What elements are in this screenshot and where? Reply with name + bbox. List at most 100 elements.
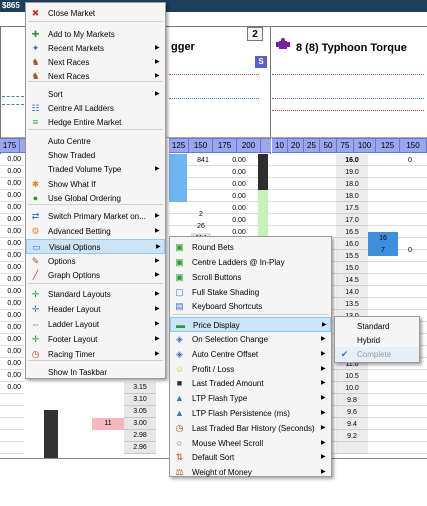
price-cell[interactable]: 16.0 [345,157,359,164]
ladder-stake-200[interactable]: 200 [237,139,261,152]
menu-item-close-market[interactable]: ✖Close Market [26,6,165,21]
menu-item-auto-centre-offset[interactable]: ◈Auto Centre Offset▶ [170,347,331,362]
menu-item-options[interactable]: ✎Options▶ [26,254,165,269]
menu-item-show-traded[interactable]: Show Traded [26,148,165,163]
menu-item-header-layout[interactable]: ✛Header Layout▶ [26,302,165,317]
menu-item-ltp-flash-persistence-ms[interactable]: ▲LTP Flash Persistence (ms)▶ [170,406,331,421]
price-cell[interactable]: 15.0 [345,265,359,272]
back-cell[interactable]: 11 [92,418,124,430]
price-cell[interactable]: 9.6 [347,409,357,416]
price-cell[interactable]: 2.96 [124,442,156,454]
ladder-stake-175[interactable]: 175 [0,139,20,152]
ladder-stake-50[interactable]: 50 [320,139,337,152]
menu-item-sort[interactable]: Sort▶ [26,87,165,102]
menu-item-traded-volume-type[interactable]: Traded Volume Type▶ [26,162,165,177]
menu-item-ltp-flash-type[interactable]: ▲LTP Flash Type▶ [170,391,331,406]
price-cell[interactable]: 3.00 [124,418,156,430]
ladder-cell[interactable]: 0.00 [232,229,246,236]
ladder-stake-75[interactable]: 75 [337,139,354,152]
price-cell[interactable]: 19.0 [345,169,359,176]
price-cell[interactable]: 9.2 [347,433,357,440]
ladder-cell[interactable]: 0 [408,157,412,164]
lay-cell[interactable]: 16 [379,235,387,242]
price-cell[interactable]: 16.5 [345,229,359,236]
price-cell[interactable]: 9.8 [347,397,357,404]
ladder-cell[interactable]: 841 [197,157,209,164]
menu-item-weight-of-money[interactable]: ⚖Weight of Money▶ [170,465,331,480]
menu-item-centre-ladders-in-play[interactable]: ▣Centre Ladders @ In-Play [170,255,331,270]
ladder-stake-150[interactable]: 150 [400,139,427,152]
price-cell[interactable]: 13.5 [345,301,359,308]
menu-item-show-in-taskbar[interactable]: Show In Taskbar [26,365,165,380]
menu-item-keyboard-shortcuts[interactable]: ▤Keyboard Shortcuts [170,299,331,314]
ladder-scroll-stub[interactable] [44,410,58,458]
menu-item-footer-layout[interactable]: ✛Footer Layout▶ [26,332,165,347]
price-cell[interactable]: 11.0 [345,361,359,368]
menu-item-mouse-wheel-scroll[interactable]: ○Mouse Wheel Scroll▶ [170,436,331,451]
ladder-stake-20[interactable]: 20 [288,139,304,152]
menu-item-graph-options[interactable]: ╱Graph Options▶ [26,268,165,283]
menu-item-auto-centre[interactable]: Auto Centre [26,134,165,149]
menu-item-scroll-buttons[interactable]: ▣Scroll Buttons [170,270,331,285]
price-cell[interactable]: 16.0 [345,241,359,248]
ladder-cell[interactable]: 0.00 [232,181,246,188]
menu-item-profit-loss[interactable]: ☺Profit / Loss▶ [170,362,331,377]
ladder-cell[interactable]: 0.00 [232,169,246,176]
ladder-cell[interactable]: 0 [408,247,412,254]
price-cell[interactable]: 9.4 [347,421,357,428]
price-cell[interactable]: 18.0 [345,193,359,200]
price-cell[interactable]: 17.5 [345,205,359,212]
price-cell[interactable]: 10.0 [345,385,359,392]
menu-item-round-bets[interactable]: ▣Round Bets [170,240,331,255]
menu-item-hybrid[interactable]: Hybrid [335,333,419,348]
price-cell[interactable]: 3.05 [124,406,156,418]
menu-item-full-stake-shading[interactable]: ▢Full Stake Shading [170,285,331,300]
ladder-cell[interactable]: 0.00 [232,193,246,200]
menu-item-visual-options[interactable]: ▭Visual Options▶ [26,239,165,254]
menu-item-standard-layouts[interactable]: ✛Standard Layouts▶ [26,287,165,302]
menu-item-default-sort[interactable]: ⇅Default Sort▶ [170,450,331,465]
price-cell[interactable]: 3.10 [124,394,156,406]
price-cell[interactable]: 14.0 [345,289,359,296]
price-cell[interactable]: 3.15 [124,382,156,394]
price-cell[interactable]: 18.0 [345,181,359,188]
ladder-cell[interactable]: 0.00 [232,205,246,212]
menu-item-use-global-ordering[interactable]: ●Use Global Ordering [26,191,165,206]
scroll-buttons[interactable] [258,154,268,190]
menu-item-advanced-betting[interactable]: ⚙Advanced Betting▶ [26,224,165,239]
menu-item-next-races[interactable]: ♞Next Races▶ [26,69,165,84]
ladder-stake-100[interactable]: 100 [354,139,376,152]
menu-item-centre-all-ladders[interactable]: ☷Centre All Ladders [26,101,165,116]
ladder-stake-10[interactable]: 10 [272,139,288,152]
ladder-cell[interactable]: 0.00 [232,157,246,164]
ladder-stake-175[interactable]: 175 [213,139,237,152]
ladder-cell[interactable]: 26 [197,223,205,230]
ladder-stake-125[interactable]: 125 [169,139,189,152]
ladder-cell[interactable]: 2 [199,211,203,218]
ladder-cell[interactable]: 0.00 [232,217,246,224]
menu-item-show-what-if[interactable]: ✱Show What If [26,177,165,192]
menu-item-recent-markets[interactable]: ✦Recent Markets▶ [26,41,165,56]
menu-item-last-traded-amount[interactable]: ■Last Traded Amount▶ [170,376,331,391]
price-cell[interactable]: 15.5 [345,253,359,260]
menu-item-complete[interactable]: ✔Complete [335,347,419,362]
menu-item-on-selection-change[interactable]: ◈On Selection Change▶ [170,332,331,347]
menu-item-switch-primary-market-on[interactable]: ⇄Switch Primary Market on...▶ [26,209,165,224]
menu-item-hedge-entire-market[interactable]: ≡Hedge Entire Market [26,115,165,130]
price-cell[interactable]: 10.5 [345,373,359,380]
price-cell[interactable]: 14.5 [345,277,359,284]
price-cell[interactable]: 2.98 [124,430,156,442]
menu-item-price-display[interactable]: ▬Price Display▶ [170,317,331,332]
ladder-stake-125[interactable]: 125 [376,139,400,152]
menu-item-add-to-my-markets[interactable]: ✚Add to My Markets [26,27,165,42]
lay-cell[interactable]: 7 [381,247,385,254]
ladder-stake-25[interactable]: 25 [304,139,320,152]
menu-item-ladder-layout[interactable]: ⇔Ladder Layout▶ [26,317,165,332]
menu-item-racing-timer[interactable]: ◷Racing Timer▶ [26,347,165,362]
silk-badge[interactable]: S [255,56,267,68]
ladder-stake-150[interactable]: 150 [189,139,213,152]
menu-item-standard[interactable]: Standard [335,319,419,334]
menu-item-last-traded-bar-history-seconds[interactable]: ◷Last Traded Bar History (Seconds)▶ [170,421,331,436]
menu-item-next-races[interactable]: ♞Next Races▶ [26,55,165,70]
price-cell[interactable]: 17.0 [345,217,359,224]
